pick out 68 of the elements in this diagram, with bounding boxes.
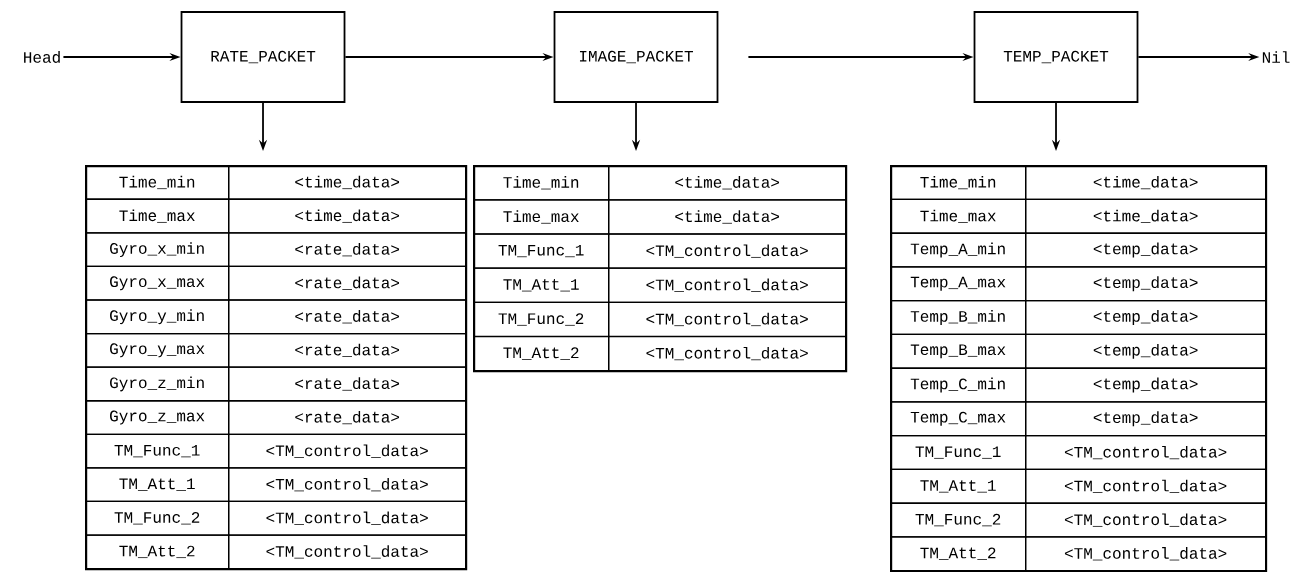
packet-box: RATE_PACKET <box>180 11 346 103</box>
table-cell: <temp_data> <box>1025 333 1267 369</box>
table-cell: <temp_data> <box>1025 300 1267 336</box>
table-cell: <temp_data> <box>1025 401 1267 437</box>
table-cell: TM_Att_1 <box>890 468 1027 504</box>
table-cell: Time_max <box>473 199 610 235</box>
table-cell: <temp_data> <box>1025 266 1267 302</box>
table-cell: <rate_data> <box>228 265 467 301</box>
table-cell: Gyro_z_max <box>85 400 230 435</box>
table-cell: TM_Att_1 <box>473 267 610 303</box>
table-cell: Gyro_x_max <box>85 265 230 301</box>
table-cell: Temp_B_min <box>890 300 1027 336</box>
table-cell: <time_data> <box>1025 165 1267 201</box>
table-cell: Gyro_x_min <box>85 232 230 268</box>
table-cell: <TM_control_data> <box>228 433 467 469</box>
table-cell: Temp_A_min <box>890 232 1027 268</box>
table-cell: Gyro_y_max <box>85 332 230 368</box>
table-cell: <TM_control_data> <box>228 500 467 536</box>
table-cell: TM_Func_1 <box>85 433 230 469</box>
table-cell: TM_Func_2 <box>473 301 610 338</box>
table-cell: TM_Func_2 <box>85 500 230 536</box>
packet-box: TEMP_PACKET <box>973 11 1139 103</box>
table-cell: <time_data> <box>1025 198 1267 234</box>
table-cell: Temp_C_max <box>890 401 1027 437</box>
table-cell: Gyro_y_min <box>85 299 230 335</box>
table-cell: Time_min <box>85 165 230 200</box>
table-cell: Temp_A_max <box>890 266 1027 302</box>
table-cell: <TM_control_data> <box>608 301 847 338</box>
table-cell: Temp_C_min <box>890 367 1027 403</box>
table-cell: <rate_data> <box>228 332 467 368</box>
table-cell: TM_Func_2 <box>890 502 1027 538</box>
table-cell: <time_data> <box>608 165 847 201</box>
table-cell: <time_data> <box>608 199 847 235</box>
table-cell: TM_Att_1 <box>85 467 230 503</box>
table-cell: Time_max <box>85 198 230 234</box>
text-label: Head <box>24 51 60 63</box>
table-cell: Time_min <box>890 165 1027 201</box>
table-cell: <time_data> <box>228 165 467 200</box>
table-cell: TM_Att_2 <box>85 534 230 570</box>
table-cell: <rate_data> <box>228 299 467 335</box>
table-cell: <rate_data> <box>228 400 467 435</box>
table-cell: TM_Att_2 <box>473 335 610 372</box>
table-frame <box>85 165 468 571</box>
table-frame <box>473 165 848 373</box>
table-cell: <TM_control_data> <box>1025 536 1267 572</box>
table-cell: <TM_control_data> <box>1025 435 1267 471</box>
table-cell: <temp_data> <box>1025 232 1267 268</box>
table-cell: Time_max <box>890 198 1027 234</box>
packet-box: IMAGE_PACKET <box>553 11 719 103</box>
table-cell: <rate_data> <box>228 232 467 268</box>
table-cell: <time_data> <box>228 198 467 234</box>
table-cell: Temp_B_max <box>890 333 1027 369</box>
table-cell: <TM_control_data> <box>1025 468 1267 504</box>
table-cell: TM_Func_1 <box>473 233 610 269</box>
table-cell: <temp_data> <box>1025 367 1267 403</box>
table-cell: <TM_control_data> <box>608 267 847 303</box>
table-cell: TM_Att_2 <box>890 536 1027 572</box>
table-cell: <rate_data> <box>228 366 467 402</box>
table-cell: <TM_control_data> <box>608 233 847 269</box>
text-label: Nil <box>1262 51 1290 63</box>
table-cell: <TM_control_data> <box>1025 502 1267 538</box>
table-cell: <TM_control_data> <box>228 467 467 503</box>
table-frame <box>890 165 1268 572</box>
table-cell: <TM_control_data> <box>228 534 467 570</box>
table-cell: Gyro_z_min <box>85 366 230 402</box>
table-cell: <TM_control_data> <box>608 335 847 372</box>
table-cell: Time_min <box>473 165 610 201</box>
table-cell: TM_Func_1 <box>890 435 1027 471</box>
